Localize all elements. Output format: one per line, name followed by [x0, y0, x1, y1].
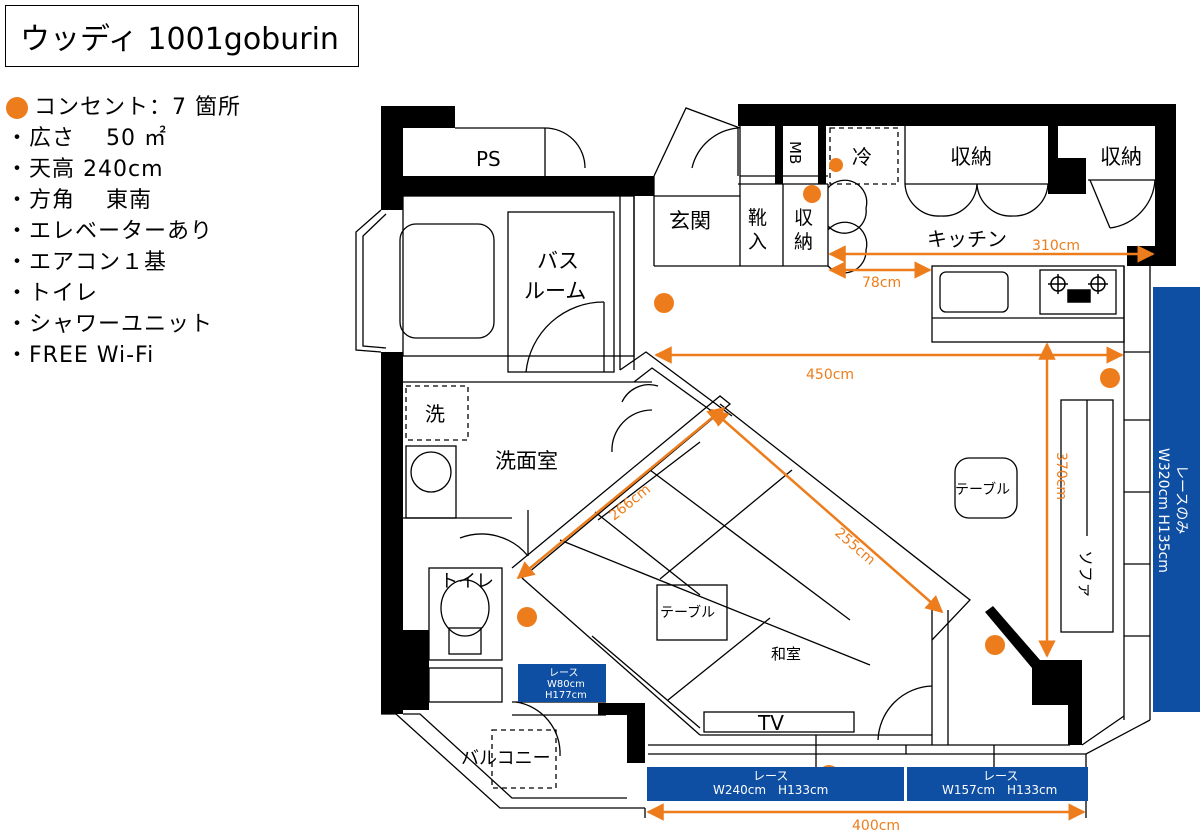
- curtain-bottom2-label-b: W157cm H133cm: [942, 783, 1057, 797]
- stove-icon: [1048, 274, 1108, 303]
- storage3-label-b: 納: [794, 231, 813, 253]
- curtain-bottom1-label-a: レース: [753, 769, 788, 783]
- entrance-label: 玄関: [669, 209, 711, 233]
- tv-label: TV: [757, 711, 784, 735]
- kitchen-label: キッチン: [927, 227, 1007, 251]
- dim-400: 400cm: [852, 818, 900, 830]
- outlet-icon: [1100, 368, 1120, 388]
- property-info-list: コンセント：7 箇所 ・広さ 50 ㎡ ・天高 240cm ・方角 東南 ・エレ…: [6, 92, 241, 371]
- page-title: ウッディ 1001goburin: [5, 5, 359, 67]
- dim-450: 450cm: [806, 367, 854, 383]
- washroom-label: 洗面室: [495, 449, 558, 473]
- table-living-label: テーブル: [955, 481, 1010, 498]
- room-labels: PS MB 冷 収納 収納 玄関 靴 入 収 納 キッチン バス ルーム 洗 洗…: [425, 141, 1142, 769]
- table-washitsu-label: テーブル: [660, 604, 715, 621]
- shoe-label-b: 入: [748, 231, 767, 253]
- dim-78: 78cm: [862, 275, 901, 291]
- washitsu-label: 和室: [771, 645, 801, 663]
- bath-label-b: ルーム: [524, 279, 586, 303]
- info-wifi: ・FREE Wi-Fi: [6, 343, 155, 368]
- balcony-label: バルコニー: [461, 748, 551, 769]
- outlet-dot-icon: [6, 96, 28, 119]
- outlets: [517, 158, 1120, 785]
- outlet-icon: [803, 185, 821, 203]
- fridge-label: 冷: [852, 145, 872, 169]
- curtain-small: [518, 664, 606, 702]
- curtain-right: [1153, 287, 1200, 712]
- info-outlets-text: コンセント：7 箇所: [34, 95, 241, 120]
- info-elevator: ・エレベーターあり: [6, 219, 214, 244]
- curtain-right-label-b: W320cm H135cm: [1155, 448, 1171, 573]
- outlet-icon: [654, 293, 674, 313]
- curtain-bottom-1: [647, 767, 904, 801]
- dimension-labels: 310cm 78cm 450cm 370cm 266cm 255cm 400cm: [606, 238, 1080, 830]
- storage3-label-a: 収: [794, 207, 813, 229]
- outlet-icon: [517, 607, 537, 627]
- bath-label-a: バス: [537, 249, 579, 273]
- curtain-small-label-b: W80cm: [547, 679, 585, 690]
- curtain-bottom-2: [907, 767, 1088, 801]
- curtain-labels: レースのみ W320cm H135cm レース W80cm H177cm レース…: [545, 448, 1189, 797]
- sofa-label: ソファ: [1076, 550, 1095, 598]
- ps-label: PS: [476, 147, 501, 171]
- curtain-bottom2-label-a: レース: [983, 769, 1018, 783]
- curtain-small-label-c: H177cm: [545, 690, 587, 701]
- curtains: [518, 287, 1200, 801]
- outlet-icon: [829, 158, 843, 172]
- washer-label: 洗: [425, 402, 445, 426]
- dimension-lines: [516, 245, 1155, 821]
- curtain-right-label-a: レースのみ: [1173, 465, 1189, 534]
- curtain-bottom1-label-b: W240cm H133cm: [713, 783, 828, 797]
- dim-255: 255cm: [831, 525, 878, 569]
- curtain-small-label-a: レース: [549, 668, 579, 679]
- toilet-label: トイレ: [440, 571, 494, 592]
- mb-label: MB: [786, 141, 804, 164]
- info-toilet: ・トイレ: [6, 281, 99, 306]
- info-shower: ・シャワーユニット: [6, 312, 214, 337]
- info-outlets: コンセント：7 箇所: [6, 92, 241, 123]
- dim-370: 370cm: [1053, 452, 1069, 500]
- info-aircon: ・エアコン１基: [6, 250, 168, 275]
- shoe-label-a: 靴: [748, 207, 767, 229]
- storage1-label: 収納: [950, 145, 992, 169]
- info-direction: ・方角 東南: [6, 188, 152, 213]
- info-ceiling: ・天高 240cm: [6, 157, 164, 182]
- info-area: ・広さ 50 ㎡: [6, 126, 167, 151]
- outlet-icon: [985, 635, 1005, 655]
- storage2-label: 収納: [1100, 145, 1142, 169]
- dim-310: 310cm: [1032, 238, 1080, 254]
- walls: [381, 104, 1176, 763]
